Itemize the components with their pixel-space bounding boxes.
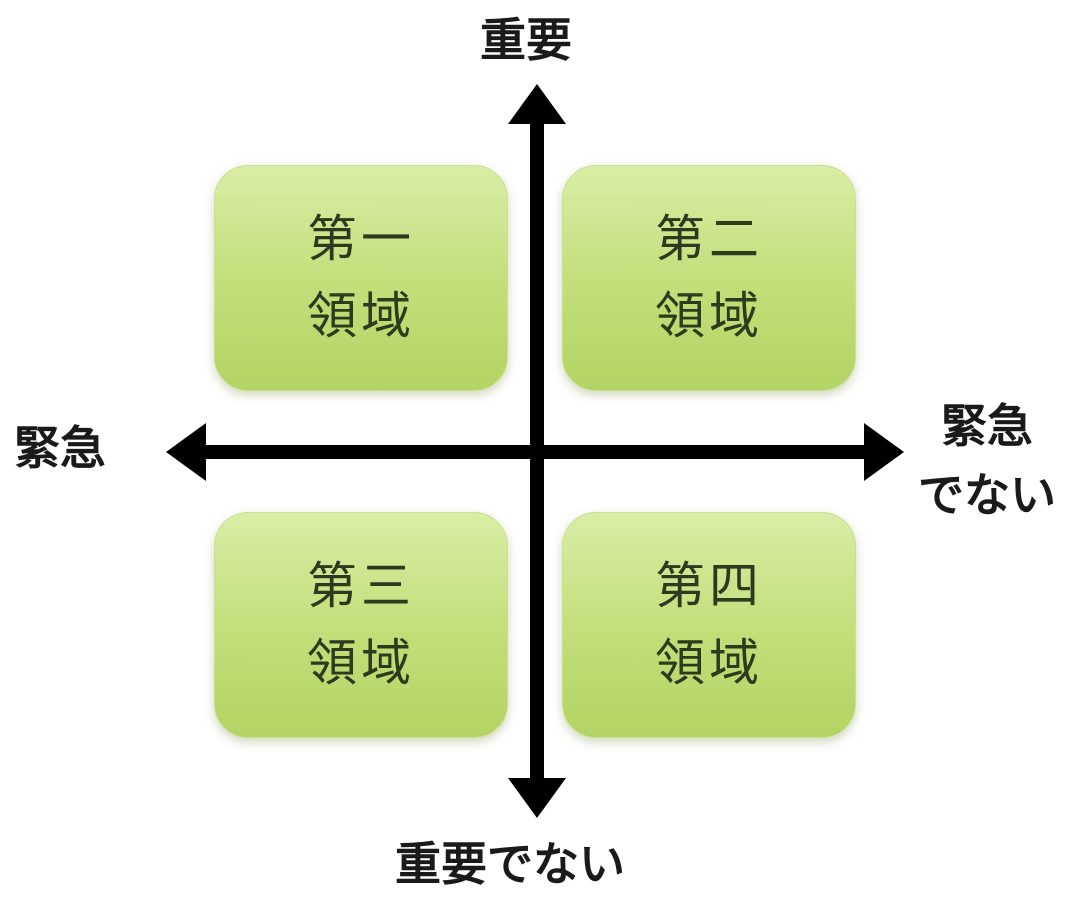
axis-label-important: 重要 [480,13,572,67]
axis-label-urgent: 緊急 [14,421,106,475]
vertical-axis-arrow-up [508,84,566,124]
quadrant-2: 第二 領域 [562,165,856,391]
axis-label-not-important: 重要でない [395,837,625,891]
axis-label-not-urgent: 緊急 でない [918,392,1056,530]
quadrant-4: 第四 領域 [562,512,856,738]
quadrant-4-line2: 領域 [655,634,763,692]
quadrant-3-line2: 領域 [307,634,415,692]
horizontal-axis-arrow-right [864,423,904,481]
quadrant-2-line2: 領域 [655,287,763,345]
quadrant-1-line1: 第一 [307,209,415,268]
axis-label-not-urgent-line1: 緊急 [941,399,1033,453]
quadrant-3: 第三 領域 [214,512,508,738]
quadrant-2-line1: 第二 [655,209,763,268]
axis-label-not-urgent-line2: でない [918,468,1056,522]
quadrant-4-line1: 第四 [655,556,763,615]
horizontal-axis-arrow-left [166,423,206,481]
quadrant-1-line2: 領域 [307,287,415,345]
quadrant-1: 第一 領域 [214,165,508,391]
vertical-axis-arrow-down [508,778,566,818]
quadrant-3-line1: 第三 [307,556,415,615]
